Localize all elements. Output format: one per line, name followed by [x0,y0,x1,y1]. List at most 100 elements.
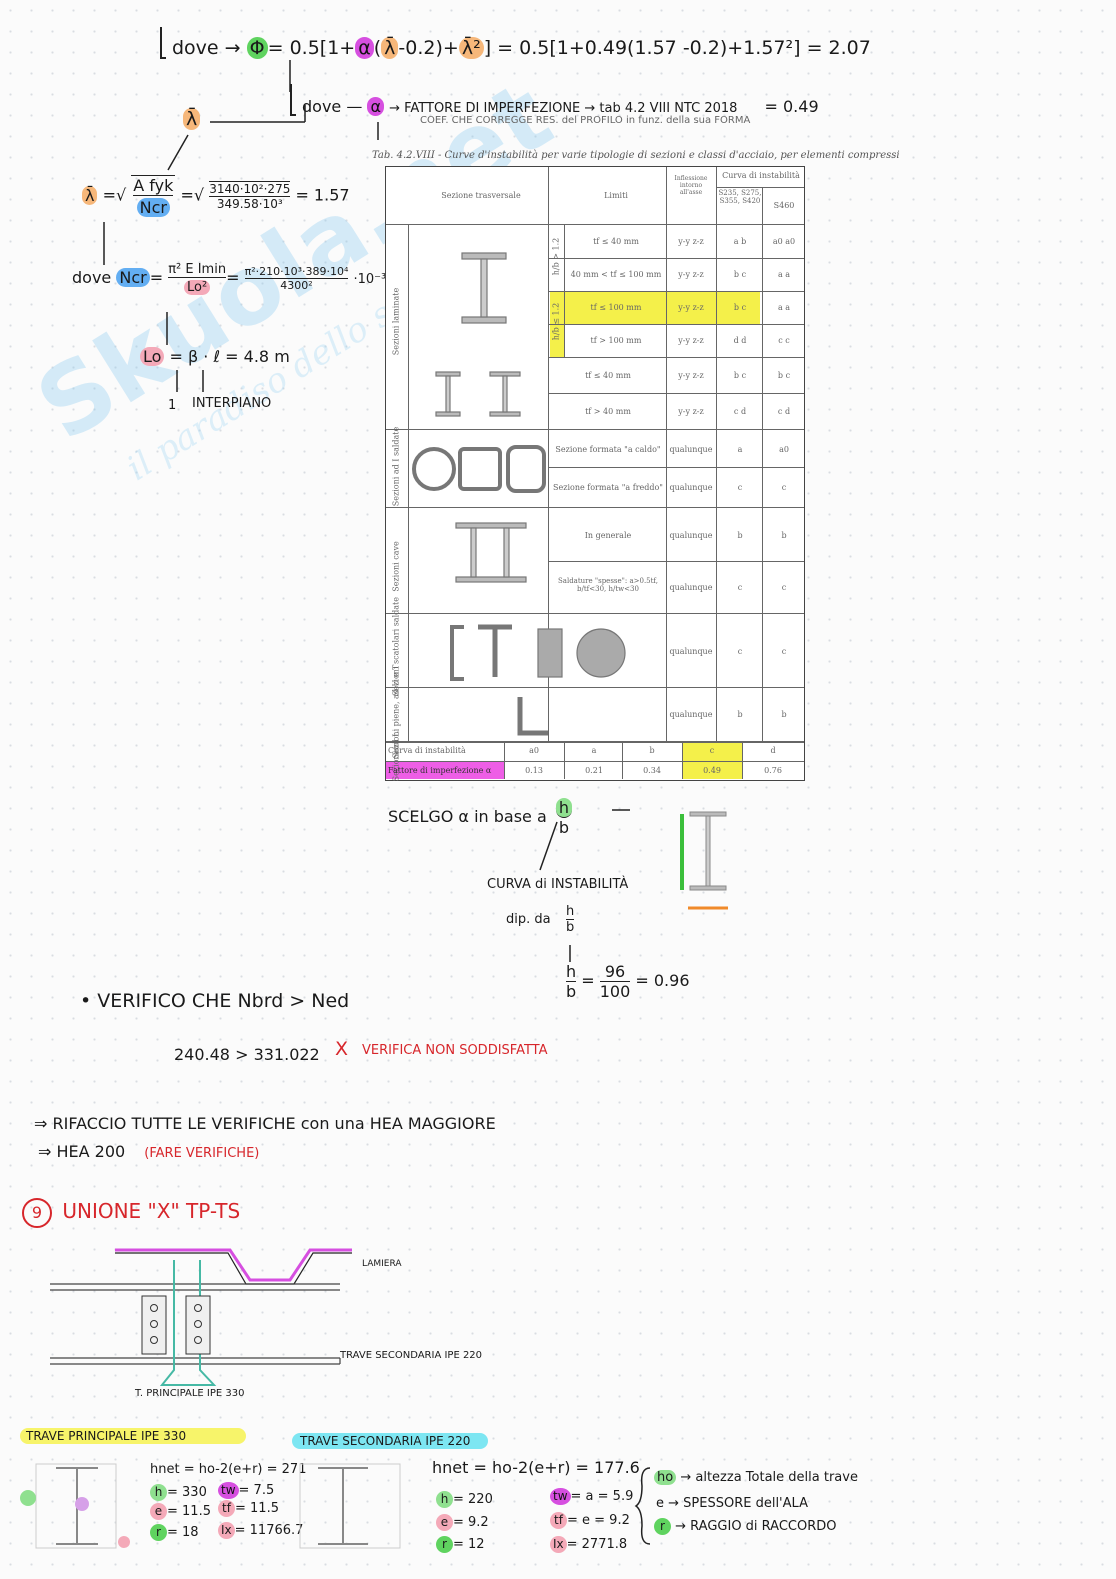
table-header-inflessione: Inflessione intorno all'asse [674,175,708,196]
trave-principale-title: TRAVE PRINCIPALE IPE 330 [20,1428,247,1444]
footer-factor-4: 0.76 [764,766,782,775]
grid-line [549,393,804,394]
ts-tw: tw= a = 5.9 [550,1488,633,1505]
ts-ix: Ix= 2771.8 [550,1536,627,1553]
l-section-drawing [517,697,548,736]
tp-h-symbol: h [150,1484,167,1501]
phi-dove: dove [172,37,219,59]
grid-line [549,467,804,468]
ts-tf: tf= e = 9.2 [550,1512,630,1529]
axis-6: qualunque [669,445,713,454]
rifaccio-line2: ⇒ HEA 200 (FARE VERIFICHE) [38,1142,259,1161]
curve-s460-6: a0 [779,445,789,454]
limit-6: Sezione formata "a caldo" [555,445,661,454]
bracket-mark [290,84,296,116]
lambda-calc: 3140·10²·275 349.58·10³ [209,181,291,211]
dash-mark: — [346,97,363,116]
grid-line [504,741,505,779]
footer-curve-1: a [591,746,597,755]
alpha-text: → FATTORE DI IMPERFEZIONE → tab 4.2 VIII… [389,101,738,116]
ts-r-value: = 12 [453,1537,485,1552]
hb-calc-b: b [566,982,577,1001]
tp-tw-value: = 7.5 [238,1483,275,1498]
dip-ratio-b: b [566,920,575,935]
tp-tw-symbol: tw [218,1482,239,1499]
ts-h-value: = 220 [453,1492,493,1507]
grid-line [666,167,667,741]
curve-s460-10: c [781,647,787,656]
ipe220-sketch [299,1463,401,1549]
axis-8: qualunque [669,531,713,540]
lambda-top-symbol: λ̄ [183,108,201,130]
ncr-fraction: π² E Imin Lo² [168,262,227,295]
curve-s460-1: a a [777,270,791,279]
scelgo-b: b [558,818,569,837]
label-trave-principale: T. PRINCIPALE IPE 330 [135,1388,245,1399]
grid-line [549,357,804,358]
curve-main-3: d d [733,336,747,345]
grid-line [716,187,804,188]
curve-main-11: b [737,710,743,719]
ts-e-symbol: e [436,1514,453,1531]
footer-curve-label: Curva di instabilità [388,746,466,755]
grid-line [549,258,804,259]
lo-symbol: Lo [140,347,165,366]
joint-drawing [50,1248,352,1386]
lamiera-line [115,1248,352,1282]
bracket-mark [160,27,166,59]
grid-line [622,741,623,779]
grid-line [386,224,804,225]
phi-expr-a: = 0.5[1+ [267,37,356,59]
ncr-num: π² E Imin [168,262,227,278]
legend-ho-symbol: ho [654,1470,677,1485]
tp-ix-value: = 11766.7 [234,1523,304,1538]
ncr-calc: π²·210·10³·389·10⁴ 4300² [244,265,349,292]
grid-line [549,561,804,562]
lambda-calc-num: 3140·10²·275 [209,182,291,197]
table-header-sezione: Sezione trasversale [441,191,521,200]
ts-r: r= 12 [436,1536,485,1553]
grid-line [682,741,683,779]
ts-h: h= 220 [436,1491,493,1508]
axis-5: y-y z-z [678,407,704,416]
bolt-hole [150,1336,158,1344]
footer-curve-2: b [649,746,655,755]
grid-line [386,687,804,688]
verifica-result: VERIFICA NON SODDISFATTA [362,1043,548,1058]
ncr-calc-num: π²·210·10³·389·10⁴ [244,265,349,279]
legend-r-symbol: r [654,1518,671,1535]
lo-interpiano: INTERPIANO [192,396,272,411]
arrow-lambda-down [167,134,189,171]
curve-main-4: b c [733,371,747,380]
phi-expr-b: ( [373,37,382,59]
curve-main-2: b c [733,303,747,312]
legend-brace [634,1467,651,1545]
grid-line [742,741,743,779]
lo-formula: Lo = β · ℓ = 4.8 m [140,347,290,366]
dip-da: dip. da [506,912,551,927]
footer-curve-3: c [709,746,715,755]
hb-calc-values: 96 100 [599,962,631,1001]
curve-main-0: a b [733,237,747,246]
verifica-condition: • VERIFICO CHE Nbrd > Ned [80,990,350,1012]
lambda-symbol: λ̄ [82,185,98,205]
rifaccio-line1: ⇒ RIFACCIO TUTTE LE VERIFICHE con una HE… [34,1114,496,1133]
tp-ix-symbol: Ix [218,1522,235,1539]
ts-e: e= 9.2 [436,1514,489,1531]
ts-tw-symbol: tw [550,1488,571,1505]
alpha-symbol: α [367,97,384,116]
legend-ho-text: → altezza Totale della trave [680,1470,858,1485]
limit-4: tf ≤ 40 mm [585,371,631,380]
ts-ix-value: = 2771.8 [566,1537,628,1552]
yellow-highlight-factor [682,741,742,779]
ts-tf-symbol: tf [550,1512,567,1529]
curve-s460-0: a0 a0 [772,237,796,246]
curve-s460-2: a a [777,303,791,312]
hollow-sections-drawing [412,445,546,493]
legend-ho: ho → altezza Totale della trave [654,1470,858,1485]
axis-2: y-y z-z [678,303,704,312]
solid-u-t-sections-drawing [450,624,626,681]
tp-r-value: = 18 [167,1525,199,1540]
hb-calc-h: h [566,962,577,982]
